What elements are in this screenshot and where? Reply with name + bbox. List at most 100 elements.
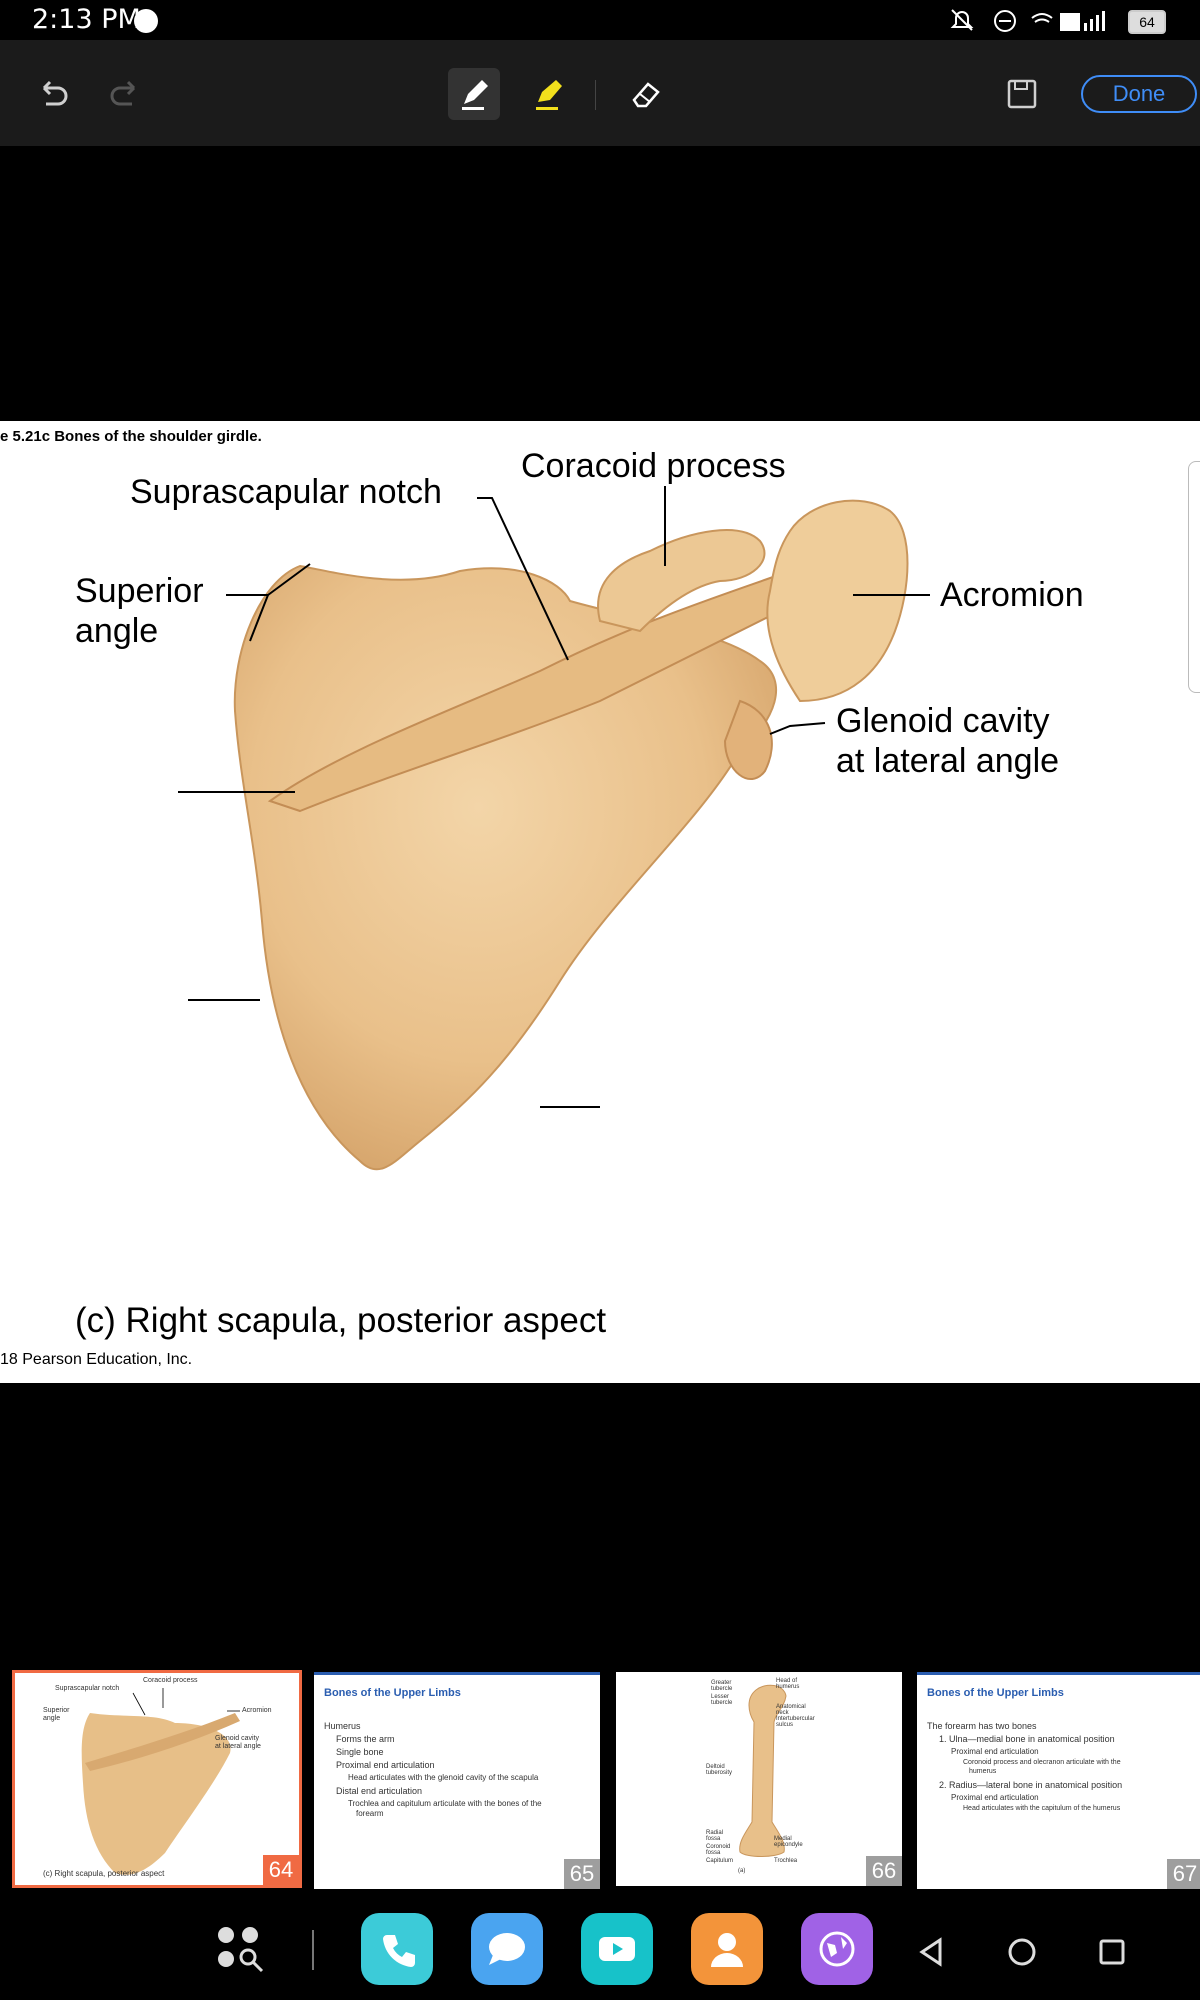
thumb65-bullet-3: Single bone bbox=[336, 1747, 384, 1757]
thumbnail-number: 65 bbox=[564, 1859, 600, 1889]
eraser-tool-button[interactable] bbox=[620, 68, 672, 120]
slide-thumbnail-64[interactable]: Suprascapular notch Coracoid process Sup… bbox=[12, 1670, 302, 1888]
eraser-icon bbox=[632, 82, 660, 108]
thumb66-label-16: fossa bbox=[706, 1850, 721, 1856]
highlighter-tool-button[interactable] bbox=[522, 68, 574, 120]
thumb66-label-4: tubercle bbox=[711, 1700, 733, 1706]
thumb66-label-6: humerus bbox=[776, 1684, 800, 1690]
thumb67-bullet-6: 2. Radius—lateral bone in anatomical pos… bbox=[939, 1780, 1123, 1790]
thumb65-bullet-1: Humerus bbox=[324, 1721, 361, 1731]
thumb66-label-8: neck bbox=[776, 1710, 789, 1716]
thumb64-label-acromion: Acromion bbox=[242, 1707, 272, 1714]
thumb65-bullet-4: Proximal end articulation bbox=[336, 1760, 435, 1770]
thumb67-bullet-1: The forearm has two bones bbox=[927, 1721, 1037, 1731]
thumb65-bullet-8: forearm bbox=[356, 1809, 384, 1818]
wifi-icon bbox=[1031, 13, 1053, 23]
label-glenoid-cavity-2: at lateral angle bbox=[836, 742, 1060, 780]
undo-button[interactable] bbox=[26, 68, 78, 120]
mute-slash bbox=[951, 9, 973, 31]
thumb66-label-5: Head of bbox=[776, 1678, 798, 1684]
done-button[interactable]: Done bbox=[1081, 75, 1197, 113]
thumb66-label-2: tubercle bbox=[711, 1686, 733, 1692]
side-scroll-handle[interactable] bbox=[1188, 461, 1200, 693]
messenger-notification-icon bbox=[134, 9, 158, 33]
thumb67-bullet-7: Proximal end articulation bbox=[951, 1793, 1039, 1802]
thumb65-bullet-2: Forms the arm bbox=[336, 1734, 395, 1744]
thumb66-label-3: Lesser bbox=[711, 1694, 730, 1700]
volte-icon bbox=[1060, 13, 1080, 31]
slide-thumbnail-strip: Suprascapular notch Coracoid process Sup… bbox=[0, 1655, 1200, 1895]
slide-canvas[interactable]: e 5.21c Bones of the shoulder girdle. bbox=[0, 421, 1200, 1383]
signal-icon bbox=[1084, 23, 1087, 31]
apps-search-icon bbox=[218, 1927, 264, 1973]
recents-icon bbox=[1099, 1939, 1125, 1965]
thumb64-label-coracoid: Coracoid process bbox=[143, 1677, 198, 1684]
contacts-app-button[interactable] bbox=[691, 1913, 763, 1985]
mute-icon bbox=[950, 10, 974, 28]
video-app-button[interactable] bbox=[581, 1913, 653, 1985]
thumb64-label-superior: Superior bbox=[43, 1707, 70, 1714]
glenoid-leader bbox=[769, 722, 826, 735]
thumb66-label-9: Intertubercular bbox=[776, 1716, 815, 1722]
thumb65-title: Bones of the Upper Limbs bbox=[324, 1687, 461, 1699]
pen-tool-button[interactable] bbox=[448, 68, 500, 120]
copyright-text: 18 Pearson Education, Inc. bbox=[0, 1351, 193, 1368]
contacts-icon bbox=[711, 1933, 743, 1967]
thumb66-label-11: Deltoid bbox=[706, 1764, 725, 1770]
toolbar-divider bbox=[595, 80, 596, 110]
slide-thumbnail-65[interactable]: Bones of the Upper Limbs Humerus Forms t… bbox=[314, 1672, 600, 1889]
thumb65-bullet-6: Distal end articulation bbox=[336, 1786, 423, 1796]
thumb66-label-7: Anatomical bbox=[776, 1704, 806, 1710]
thumb66-label-20: Trochlea bbox=[774, 1858, 798, 1864]
thumb66-label-18: Medial bbox=[774, 1836, 792, 1842]
thumb67-bullet-5: humerus bbox=[969, 1768, 997, 1775]
undo-icon bbox=[42, 80, 68, 106]
scapula-illustration bbox=[178, 486, 930, 1171]
recents-button[interactable] bbox=[1092, 1932, 1132, 1972]
label-coracoid-process: Coracoid process bbox=[521, 447, 786, 485]
dock-divider bbox=[312, 1930, 314, 1970]
phone-app-button[interactable] bbox=[361, 1913, 433, 1985]
phone-icon bbox=[383, 1935, 415, 1967]
browser-app-button[interactable] bbox=[801, 1913, 873, 1985]
thumb65-bullet-7: Trochlea and capitulum articulate with t… bbox=[348, 1799, 542, 1808]
apps-search-button[interactable] bbox=[204, 1913, 276, 1985]
thumb67-title: Bones of the Upper Limbs bbox=[927, 1687, 1064, 1699]
thumbnail-number: 66 bbox=[866, 1856, 902, 1886]
thumb64-label-glenoid-1: Glenoid cavity bbox=[215, 1735, 259, 1742]
messages-icon bbox=[489, 1933, 525, 1965]
video-icon bbox=[599, 1937, 635, 1961]
dnd-icon bbox=[994, 10, 1016, 32]
status-bar: 2:13 PM 64 bbox=[0, 0, 1200, 40]
home-button[interactable] bbox=[1002, 1932, 1042, 1972]
browser-icon bbox=[819, 1931, 855, 1967]
thumb67-bullet-3: Proximal end articulation bbox=[951, 1747, 1039, 1756]
label-superior-angle-1: Superior bbox=[75, 572, 204, 610]
pen-icon bbox=[462, 80, 488, 110]
redo-button[interactable] bbox=[100, 68, 152, 120]
thumb66-label-10: sulcus bbox=[776, 1722, 794, 1728]
thumbnail-scapula-icon bbox=[81, 1688, 240, 1875]
label-superior-angle-2: angle bbox=[75, 612, 159, 650]
thumb67-bullet-8: Head articulates with the capitulum of t… bbox=[963, 1805, 1121, 1812]
save-button[interactable] bbox=[996, 68, 1048, 120]
label-acromion: Acromion bbox=[940, 576, 1084, 614]
slide-thumbnail-66[interactable]: Greater tubercle Lesser tubercle Head of… bbox=[616, 1672, 902, 1886]
status-icons bbox=[950, 9, 1105, 32]
thumb66-label-19: epicondyle bbox=[774, 1842, 803, 1848]
thumb64-label-glenoid-2: at lateral angle bbox=[215, 1743, 261, 1750]
label-glenoid-cavity-1: Glenoid cavity bbox=[836, 702, 1050, 740]
battery-icon: 64 bbox=[1128, 10, 1166, 34]
figure-subcaption: (c) Right scapula, posterior aspect bbox=[75, 1301, 607, 1340]
back-button[interactable] bbox=[912, 1932, 952, 1972]
thumb64-label-angle: angle bbox=[43, 1715, 61, 1722]
highlighter-icon bbox=[536, 80, 562, 110]
redo-icon bbox=[110, 80, 136, 106]
thumb66-label-17: Capitulum bbox=[706, 1858, 734, 1864]
messages-app-button[interactable] bbox=[471, 1913, 543, 1985]
thumb67-bullet-4: Coronoid process and olecranon articulat… bbox=[963, 1759, 1121, 1766]
home-icon bbox=[1008, 1938, 1036, 1966]
slide-thumbnail-67[interactable]: Bones of the Upper Limbs The forearm has… bbox=[917, 1672, 1200, 1889]
back-icon bbox=[919, 1937, 942, 1967]
thumbnail-humerus-icon bbox=[739, 1684, 787, 1857]
